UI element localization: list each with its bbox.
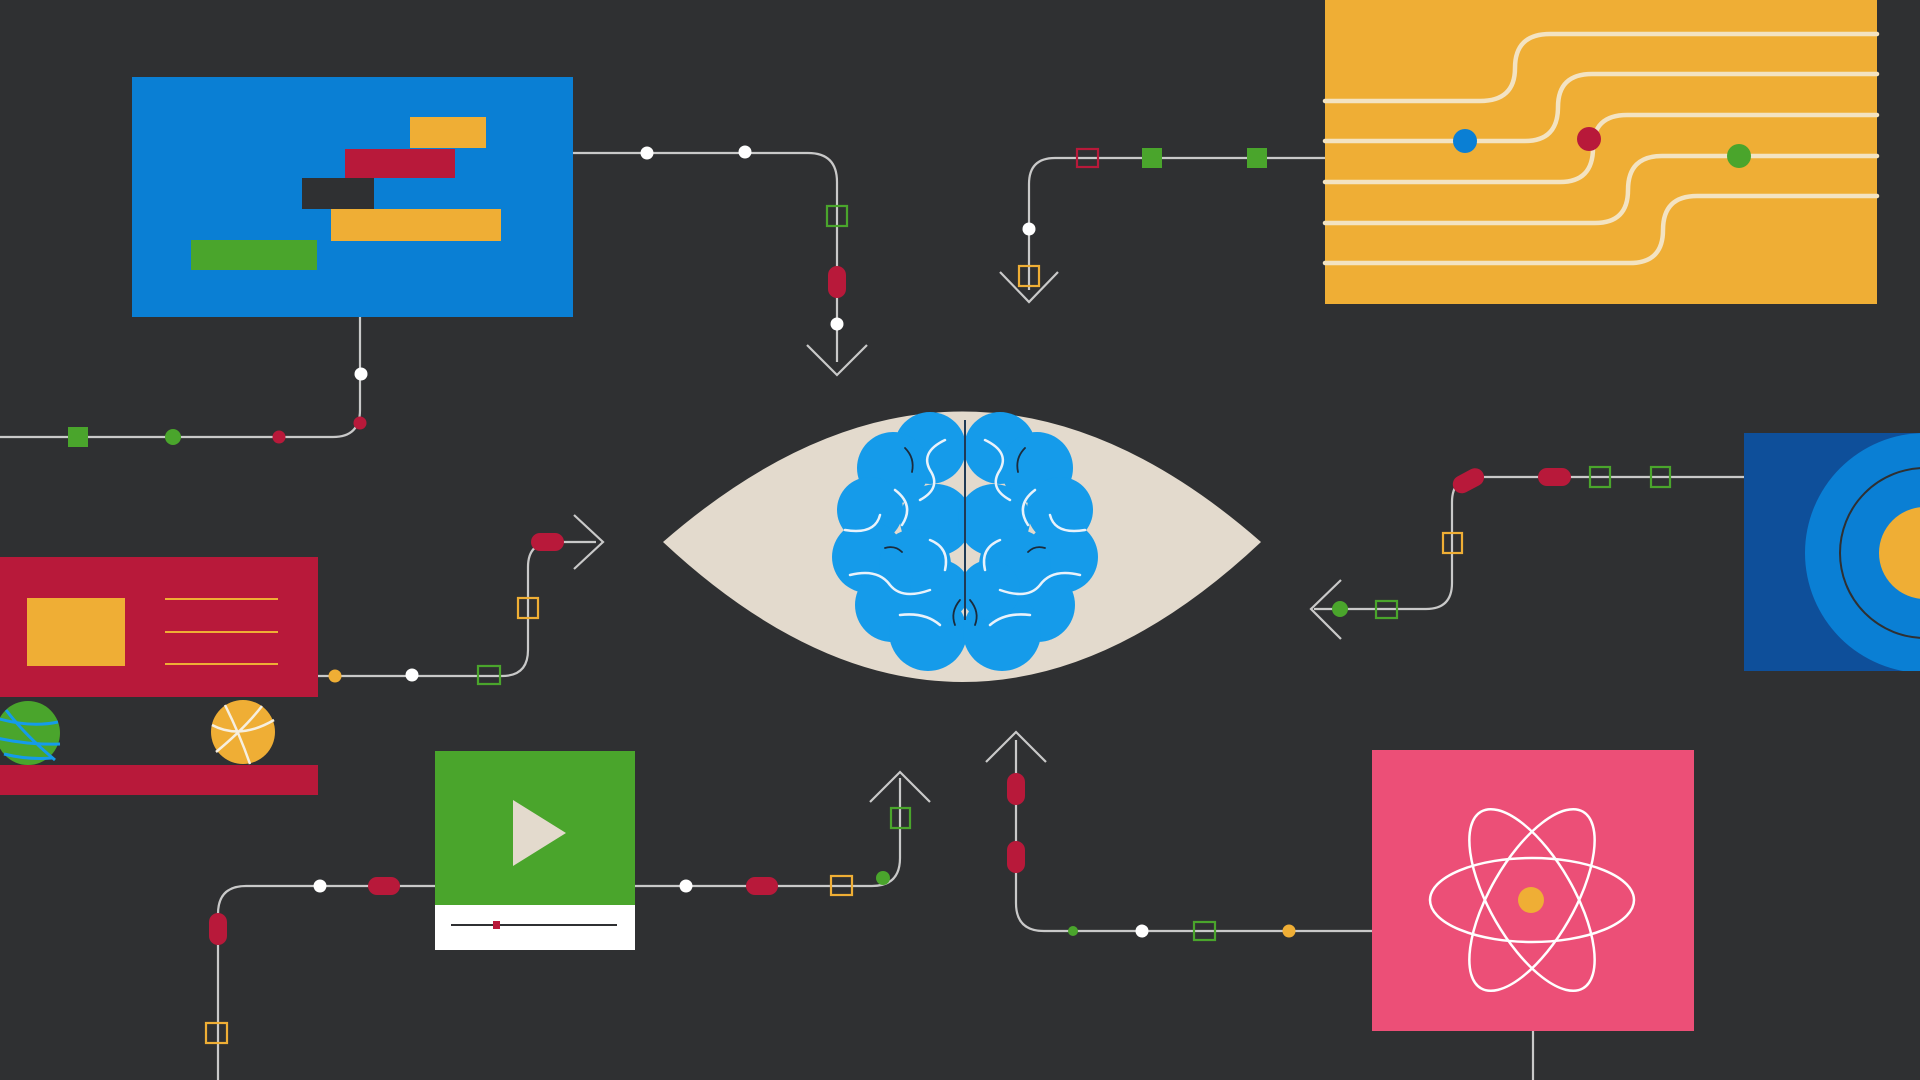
card-background (1325, 0, 1877, 304)
node-pill (531, 533, 564, 551)
node-dot (405, 668, 419, 682)
node-square-outline (1588, 465, 1612, 489)
arrow-left-icon (1309, 579, 1342, 640)
atom-icon (1428, 807, 1636, 993)
brain-icon (832, 412, 1098, 671)
target-card (1744, 433, 1920, 671)
node-dot (353, 416, 367, 430)
node-dot (272, 430, 286, 444)
node-pill (746, 877, 778, 895)
gantt-bar (302, 178, 374, 209)
circuit-map-card (1322, 0, 1880, 304)
node-dot (354, 367, 368, 381)
node-square-outline (1649, 465, 1672, 489)
arrow-up-icon (869, 770, 931, 803)
node-square-outline (1192, 920, 1217, 942)
node-pill (368, 877, 400, 895)
browser-window-card (0, 557, 318, 795)
node-dot (313, 879, 327, 893)
node-square-outline (889, 806, 912, 830)
gantt-chart-card (132, 77, 573, 317)
connector-nodes (68, 145, 1672, 1045)
node-dot (1022, 222, 1036, 236)
node-dot (1282, 924, 1296, 938)
brain-folds (843, 438, 1087, 627)
node-dot (876, 871, 890, 885)
node-square-outline (825, 204, 849, 228)
arrow-up-icon (985, 730, 1047, 763)
node-square-outline (1441, 531, 1464, 555)
node-pill (209, 913, 227, 945)
eye-with-brain-icon (663, 411, 1261, 682)
arrow-down-icon (806, 344, 868, 377)
gantt-bar (345, 149, 455, 178)
node-dot (1135, 924, 1149, 938)
node-dot (1332, 601, 1348, 617)
progress-handle (493, 921, 500, 929)
atom-nucleus (1518, 887, 1544, 913)
gantt-bar (410, 117, 486, 148)
connector-atom-to-eye (1014, 740, 1372, 933)
circuit-node-blue (1453, 129, 1477, 153)
node-square-outline (476, 664, 502, 686)
node-pill (1538, 468, 1571, 486)
node-pill (1007, 841, 1025, 873)
node-dot (165, 429, 181, 445)
node-square-outline (1017, 264, 1041, 288)
node-dot (640, 146, 654, 160)
node-square-outline (829, 874, 854, 897)
basketball-icon (211, 700, 275, 765)
node-pill (828, 266, 846, 298)
node-square (1247, 148, 1267, 168)
gantt-chart-icon (191, 117, 501, 270)
node-dot (679, 879, 693, 893)
connector-gantt-to-left (0, 317, 362, 439)
atom-card (1372, 750, 1694, 1031)
node-dot (1068, 926, 1078, 936)
node-pill (1452, 468, 1485, 494)
brain-left-hemisphere (832, 412, 972, 671)
arrow-right-icon (573, 514, 605, 570)
connector-video-to-eye (635, 778, 902, 888)
node-dot (738, 145, 752, 159)
brain-shadow-folds (884, 447, 1046, 626)
node-square-outline (516, 596, 540, 620)
node-square-outline (1374, 599, 1399, 620)
gantt-bar (191, 240, 317, 270)
gantt-bar (331, 209, 501, 241)
target-icon (1805, 433, 1920, 671)
arrow-down-icon (999, 271, 1059, 304)
node-pill (1007, 773, 1025, 805)
circuit-node-green (1727, 144, 1751, 168)
node-square (1142, 148, 1162, 168)
image-placeholder (27, 598, 125, 666)
connector-gantt-to-eye (573, 151, 839, 362)
connector-circuit-to-eye (1027, 156, 1325, 290)
node-square-outline (1075, 147, 1100, 169)
node-dot (328, 669, 342, 683)
globe-icon (0, 701, 61, 765)
progress-bar-panel (435, 905, 635, 950)
play-icon (513, 800, 566, 866)
node-dot (830, 317, 844, 331)
node-square (68, 427, 88, 447)
circuit-node-red (1577, 127, 1601, 151)
eye-shape (663, 411, 1261, 682)
web-page-icon (27, 598, 278, 666)
video-player-card (435, 751, 635, 950)
node-square-outline (204, 1021, 229, 1045)
